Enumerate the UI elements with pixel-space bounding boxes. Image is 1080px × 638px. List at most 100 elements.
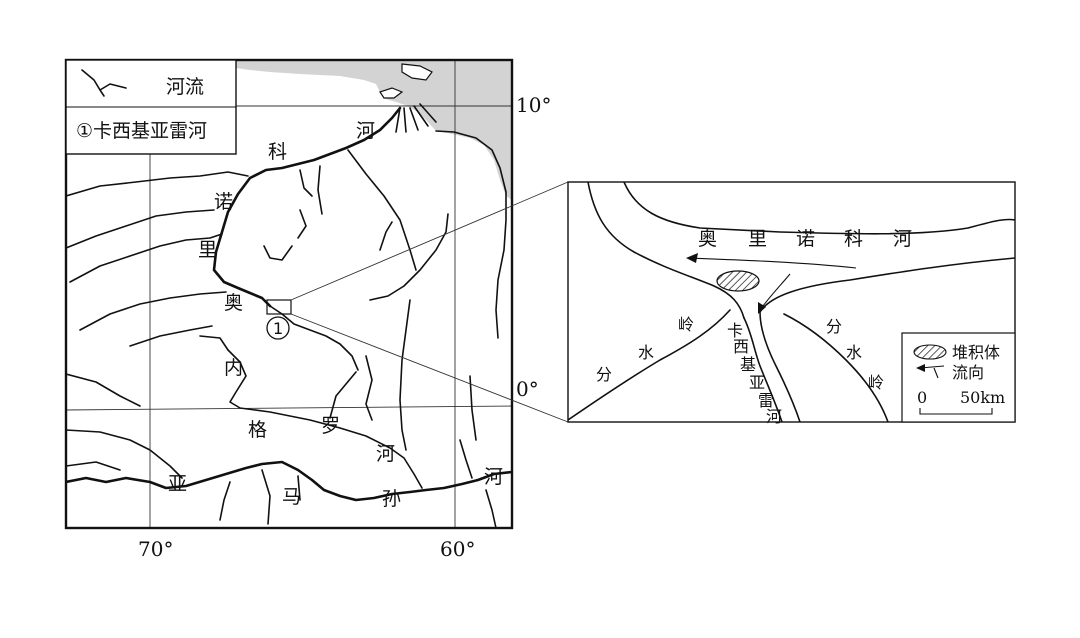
divide-left-char: 岭 <box>678 315 694 334</box>
river <box>261 469 271 525</box>
watershed-left <box>568 309 731 421</box>
legend-river-label: 河流 <box>166 76 204 98</box>
inset-location-box <box>266 299 292 315</box>
orinoco-char: 里 <box>198 239 217 261</box>
amazon-label: 亚 马 孙 河 <box>168 466 503 510</box>
main-legend: 河流 ①卡西基亚雷河 <box>65 59 237 155</box>
river <box>219 481 231 521</box>
orinoco-river <box>212 106 402 308</box>
divide-left-label: 分 水 岭 <box>596 315 694 384</box>
marker-label: 1 <box>273 319 283 338</box>
connector-line <box>290 313 569 423</box>
orinoco-char: 科 <box>268 141 287 163</box>
orinoco-label: 奥 里 诺 科 河 <box>198 120 375 314</box>
amazon-char: 马 <box>282 486 301 508</box>
divide-left-char: 分 <box>596 365 612 384</box>
delta-branch <box>403 107 407 133</box>
river <box>347 149 417 271</box>
lat-0-label: 0° <box>516 377 539 401</box>
rio-negro-char: 内 <box>224 357 243 379</box>
river <box>297 209 307 239</box>
orinoco-south-bank-east <box>759 257 1015 313</box>
delta-branch <box>395 107 401 133</box>
river <box>66 461 121 471</box>
orinoco-south-bank <box>587 182 745 319</box>
river <box>79 291 227 331</box>
inset-kasiquiare-char: 西 <box>733 337 749 356</box>
divide-right-char: 岭 <box>868 373 884 392</box>
flow-arrowhead <box>758 302 766 314</box>
river <box>263 245 293 261</box>
lon-70-label: 70° <box>138 537 173 561</box>
river <box>469 375 477 441</box>
amazon-river <box>66 460 512 502</box>
inset-kasiquiare-char: 基 <box>740 355 756 374</box>
rio-negro <box>227 349 423 489</box>
flow-arrowhead <box>686 253 698 263</box>
deposit-hatch-icon <box>913 344 947 360</box>
river <box>485 489 497 528</box>
delta-branch <box>419 103 437 123</box>
orinoco-char: 奥 <box>224 292 243 314</box>
river <box>297 475 301 501</box>
inset-orinoco-char: 里 <box>748 228 767 250</box>
river <box>66 373 141 407</box>
kasiquiare-river <box>269 305 359 371</box>
river <box>66 429 183 479</box>
main-map-frame <box>64 58 514 530</box>
river <box>199 335 229 351</box>
orinoco-char: 河 <box>356 120 375 142</box>
river-icon <box>81 69 127 97</box>
amazon-char: 亚 <box>168 473 187 495</box>
amazon-char: 孙 <box>382 488 401 510</box>
flow-arrowhead <box>916 364 925 372</box>
flow-arrow-tail <box>933 367 939 379</box>
inset-orinoco-char: 科 <box>844 228 863 250</box>
river <box>379 221 393 251</box>
river <box>435 130 507 339</box>
deposit-body <box>716 270 760 292</box>
flow-arrow-icon <box>687 257 857 269</box>
divide-right-label: 分 水 岭 <box>826 317 884 392</box>
river <box>66 171 249 197</box>
inset-orinoco-char: 河 <box>893 228 912 250</box>
inset-kasiquiare-label: 卡 西 基 亚 雷 河 <box>727 321 782 426</box>
legend-flow-label: 流向 <box>952 363 984 382</box>
inset-kasiquiare-char: 雷 <box>758 391 774 410</box>
inset-kasiquiare-char: 亚 <box>749 373 765 392</box>
kasiquiare-marker: 1 <box>266 316 290 340</box>
scale-zero-label: 0 <box>917 388 927 407</box>
river <box>317 165 323 215</box>
kasiquiare-left-bank <box>743 317 783 422</box>
inset-frame <box>567 181 1016 423</box>
watershed-right <box>783 313 889 422</box>
river <box>369 213 449 301</box>
rio-negro-char: 罗 <box>321 415 340 437</box>
legend-kasiquiare-label: ①卡西基亚雷河 <box>76 120 207 142</box>
rio-negro-char: 河 <box>376 443 395 465</box>
river <box>69 233 223 283</box>
connector-line <box>290 181 569 301</box>
river <box>459 439 473 479</box>
island <box>379 87 404 99</box>
orinoco-north-bank <box>623 182 1015 235</box>
river <box>299 169 313 197</box>
river <box>365 355 373 421</box>
inset-orinoco-char: 诺 <box>796 228 815 250</box>
divide-right-char: 水 <box>846 343 862 362</box>
legend-deposit-label: 堆积体 <box>952 343 1000 362</box>
kasiquiare-right-bank <box>759 311 801 422</box>
rio-negro-char: 格 <box>248 419 267 441</box>
island <box>401 63 433 81</box>
inset-orinoco-char: 奥 <box>698 228 717 250</box>
lon-60-label: 60° <box>440 537 475 561</box>
sea-area <box>236 60 512 200</box>
divide-right-char: 分 <box>826 317 842 336</box>
inset-orinoco-label: 奥 里 诺 科 河 <box>698 228 912 250</box>
delta-branch <box>413 105 429 127</box>
river <box>329 371 357 419</box>
river <box>66 209 215 249</box>
amazon-char: 河 <box>484 466 503 488</box>
rio-negro-label: 内 格 罗 河 <box>224 357 395 465</box>
